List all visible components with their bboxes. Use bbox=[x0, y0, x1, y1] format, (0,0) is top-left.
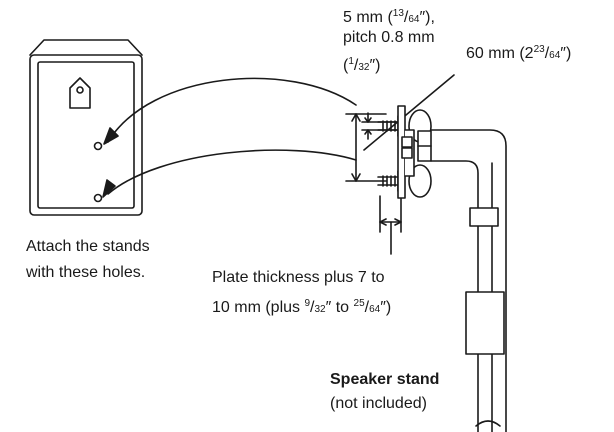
speaker-rear-icon bbox=[29, 39, 143, 216]
attach-note-line1: Attach the stands bbox=[26, 238, 150, 255]
screw-pitch-inch-label: (1/32″) bbox=[343, 56, 381, 74]
lower-mounting-hole-icon bbox=[93, 193, 103, 203]
lower-arrowhead-icon bbox=[102, 179, 116, 198]
plate-note-line2: 10 mm (plus 9/32″ to 25/64″) bbox=[212, 298, 392, 316]
spacing-leader-line bbox=[363, 74, 455, 151]
upper-attach-arrow bbox=[107, 77, 357, 143]
speaker-stand-title: Speaker stand bbox=[330, 371, 440, 388]
speaker-stand-icon bbox=[430, 129, 507, 432]
stand-bracket-icon bbox=[397, 105, 432, 199]
plate-thickness-dimension bbox=[379, 195, 402, 255]
attach-note-line2: with these holes. bbox=[26, 264, 146, 281]
speaker-stand-subtitle: (not included) bbox=[330, 395, 427, 412]
screw-spacing-dimension bbox=[345, 113, 387, 182]
upper-arrowhead-icon bbox=[103, 127, 119, 145]
screw-size-label: 5 mm (13/64″), bbox=[343, 8, 435, 26]
lower-attach-arrow bbox=[107, 149, 357, 195]
screw-pitch-label: pitch 0.8 mm bbox=[343, 29, 435, 46]
plate-note-line1: Plate thickness plus 7 to bbox=[212, 269, 385, 286]
spacing-label: 60 mm (223/64″) bbox=[466, 44, 572, 62]
upper-mounting-hole-icon bbox=[93, 141, 103, 151]
